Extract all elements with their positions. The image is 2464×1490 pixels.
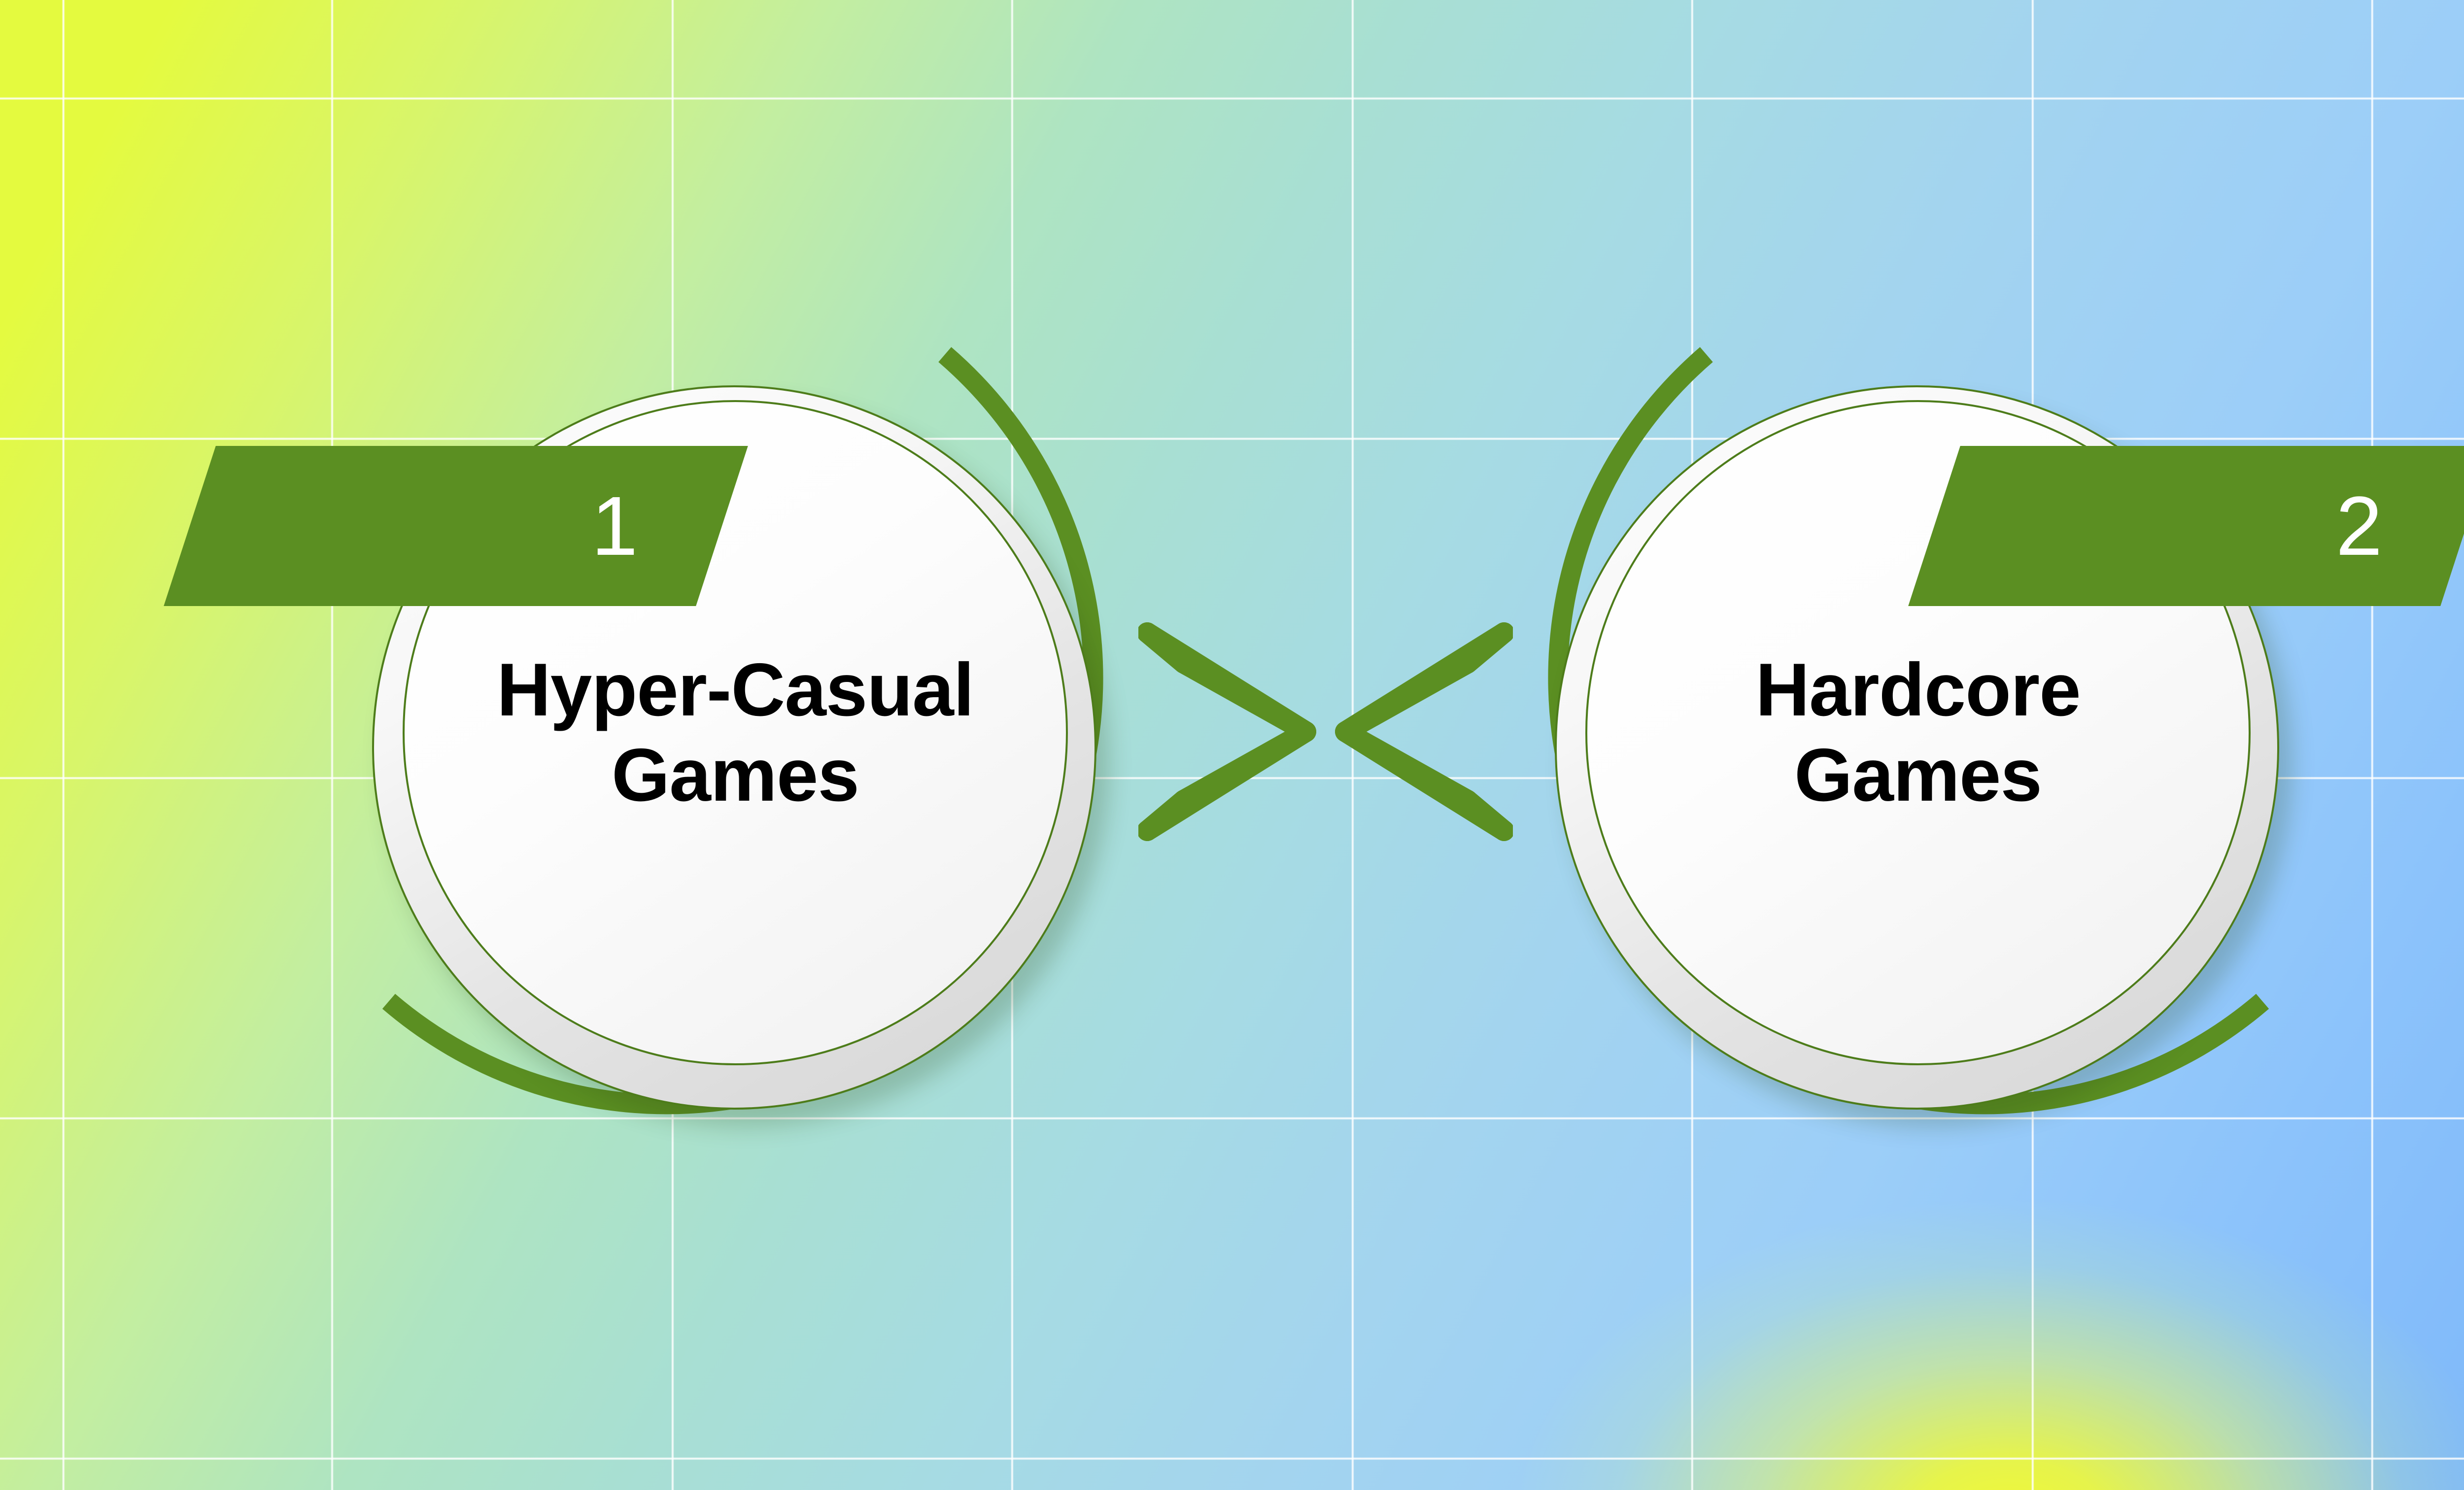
comparison-node-2[interactable]: Hardcore Games [1471,302,2363,1193]
chevron-pair-svg [1138,622,1513,841]
node-badge-2[interactable]: 2 [1908,446,2464,606]
node-label-2: Hardcore Games [1755,647,2081,817]
node-badge-number-1: 1 [591,479,638,573]
connector-chevrons [1138,621,1513,843]
node-label-1: Hyper-Casual Games [497,647,974,817]
chevron-right-icon [1138,622,1316,841]
comparison-node-1[interactable]: Hyper-Casual Games [288,302,1180,1193]
chevron-left-icon [1335,622,1513,841]
node-badge-number-2: 2 [2336,479,2383,573]
node-badge-1[interactable]: 1 [164,446,748,606]
